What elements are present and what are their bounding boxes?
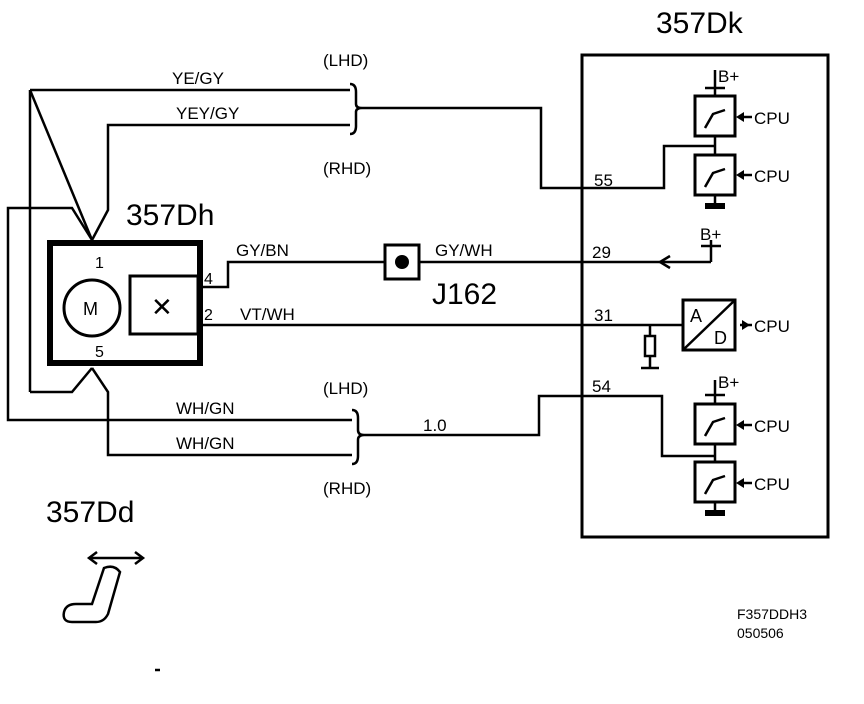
figure-id: F357DDH3 <box>737 606 807 622</box>
cpu-label: CPU <box>754 167 790 186</box>
variant-lhd-bottom: (LHD) <box>323 379 368 398</box>
seat-unit-label: 357Dd <box>46 496 134 529</box>
b-plus-label: B+ <box>718 67 739 86</box>
sensor-pin-4: 4 <box>204 271 213 288</box>
wire-wh-gn-rhd <box>90 367 352 457</box>
variant-rhd-top: (RHD) <box>323 159 371 178</box>
pin-31-label: 31 <box>594 306 613 325</box>
wire-label-wh-gn: WH/GN <box>176 399 235 418</box>
transistor-icon <box>693 153 737 197</box>
motor-icon <box>62 278 122 338</box>
wire-to-pin-54 <box>364 394 582 437</box>
pin-54-label: 54 <box>592 377 611 396</box>
wire-wh-gn-lhd <box>6 206 352 422</box>
ad-a-label: A <box>690 306 702 326</box>
brace-top <box>349 82 363 136</box>
variant-lhd-top: (LHD) <box>323 51 368 70</box>
ad-d-label: D <box>714 328 727 348</box>
top-transistor-pair: B+ CPU CPU <box>582 67 790 209</box>
wire-label-vt-wh: VT/WH <box>240 305 295 324</box>
transistor-icon <box>693 402 737 446</box>
transistor-icon <box>693 94 737 138</box>
brace-bottom <box>351 408 365 466</box>
motor-pin-1: 1 <box>95 255 104 272</box>
wire-label-ye-gy: YE/GY <box>172 69 224 88</box>
variant-rhd-bottom: (RHD) <box>323 479 371 498</box>
pin-55-label: 55 <box>594 171 613 190</box>
control-unit-box <box>580 53 830 539</box>
pin-29-supply: B+ <box>657 225 721 270</box>
wire-label-wh-gn: WH/GN <box>176 434 235 453</box>
sensor-cross-icon: ✕ <box>151 292 173 322</box>
ad-converter: A D CPU <box>582 298 790 370</box>
date-code: 050506 <box>737 625 784 641</box>
motor-symbol: M <box>83 299 98 319</box>
wire-label-gy-bn: GY/BN <box>236 241 289 260</box>
position-sensor-box <box>128 274 200 336</box>
wire-size-label: 1.0 <box>423 416 447 435</box>
connector-pin-icon <box>395 255 409 269</box>
wire-gy-bn <box>198 260 385 289</box>
cpu-label: CPU <box>754 317 790 336</box>
seat-adjust-icon <box>62 551 146 624</box>
bottom-transistor-pair: B+ CPU CPU <box>582 373 790 516</box>
sensor-pin-2: 2 <box>204 307 213 324</box>
motor-unit-box <box>47 240 203 366</box>
cpu-label: CPU <box>754 475 790 494</box>
wire-to-pin-55 <box>362 106 582 190</box>
wire-label-yey-gy: YEY/GY <box>176 104 239 123</box>
pin-29-label: 29 <box>592 243 611 262</box>
connector-label: J162 <box>432 278 497 311</box>
b-plus-label: B+ <box>700 225 721 244</box>
b-plus-label: B+ <box>718 373 739 392</box>
cpu-label: CPU <box>754 417 790 436</box>
cpu-label: CPU <box>754 109 790 128</box>
resistor-icon <box>643 334 657 358</box>
transistor-icon <box>693 460 737 504</box>
control-unit-label: 357Dk <box>656 7 744 40</box>
wire-label-gy-wh: GY/WH <box>435 241 493 260</box>
motor-unit-label: 357Dh <box>126 199 214 232</box>
wire-yey-gy <box>90 123 350 241</box>
motor-pin-5: 5 <box>95 344 104 361</box>
